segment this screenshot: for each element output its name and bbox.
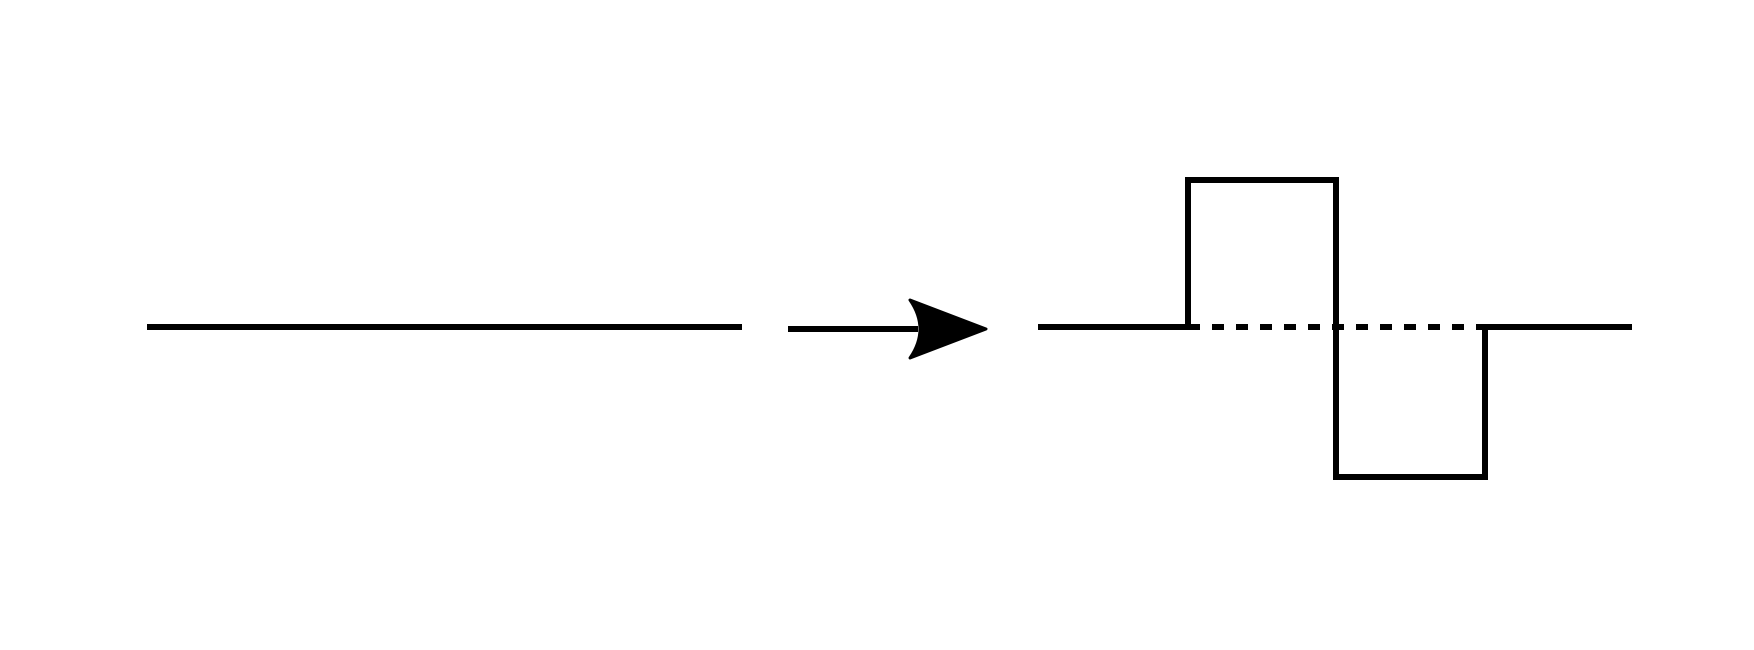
output-deformed-line: [1038, 177, 1632, 480]
arrow-head: [908, 298, 988, 360]
right-arrow-icon: [788, 298, 988, 360]
square-wave-profile: [1185, 177, 1488, 480]
